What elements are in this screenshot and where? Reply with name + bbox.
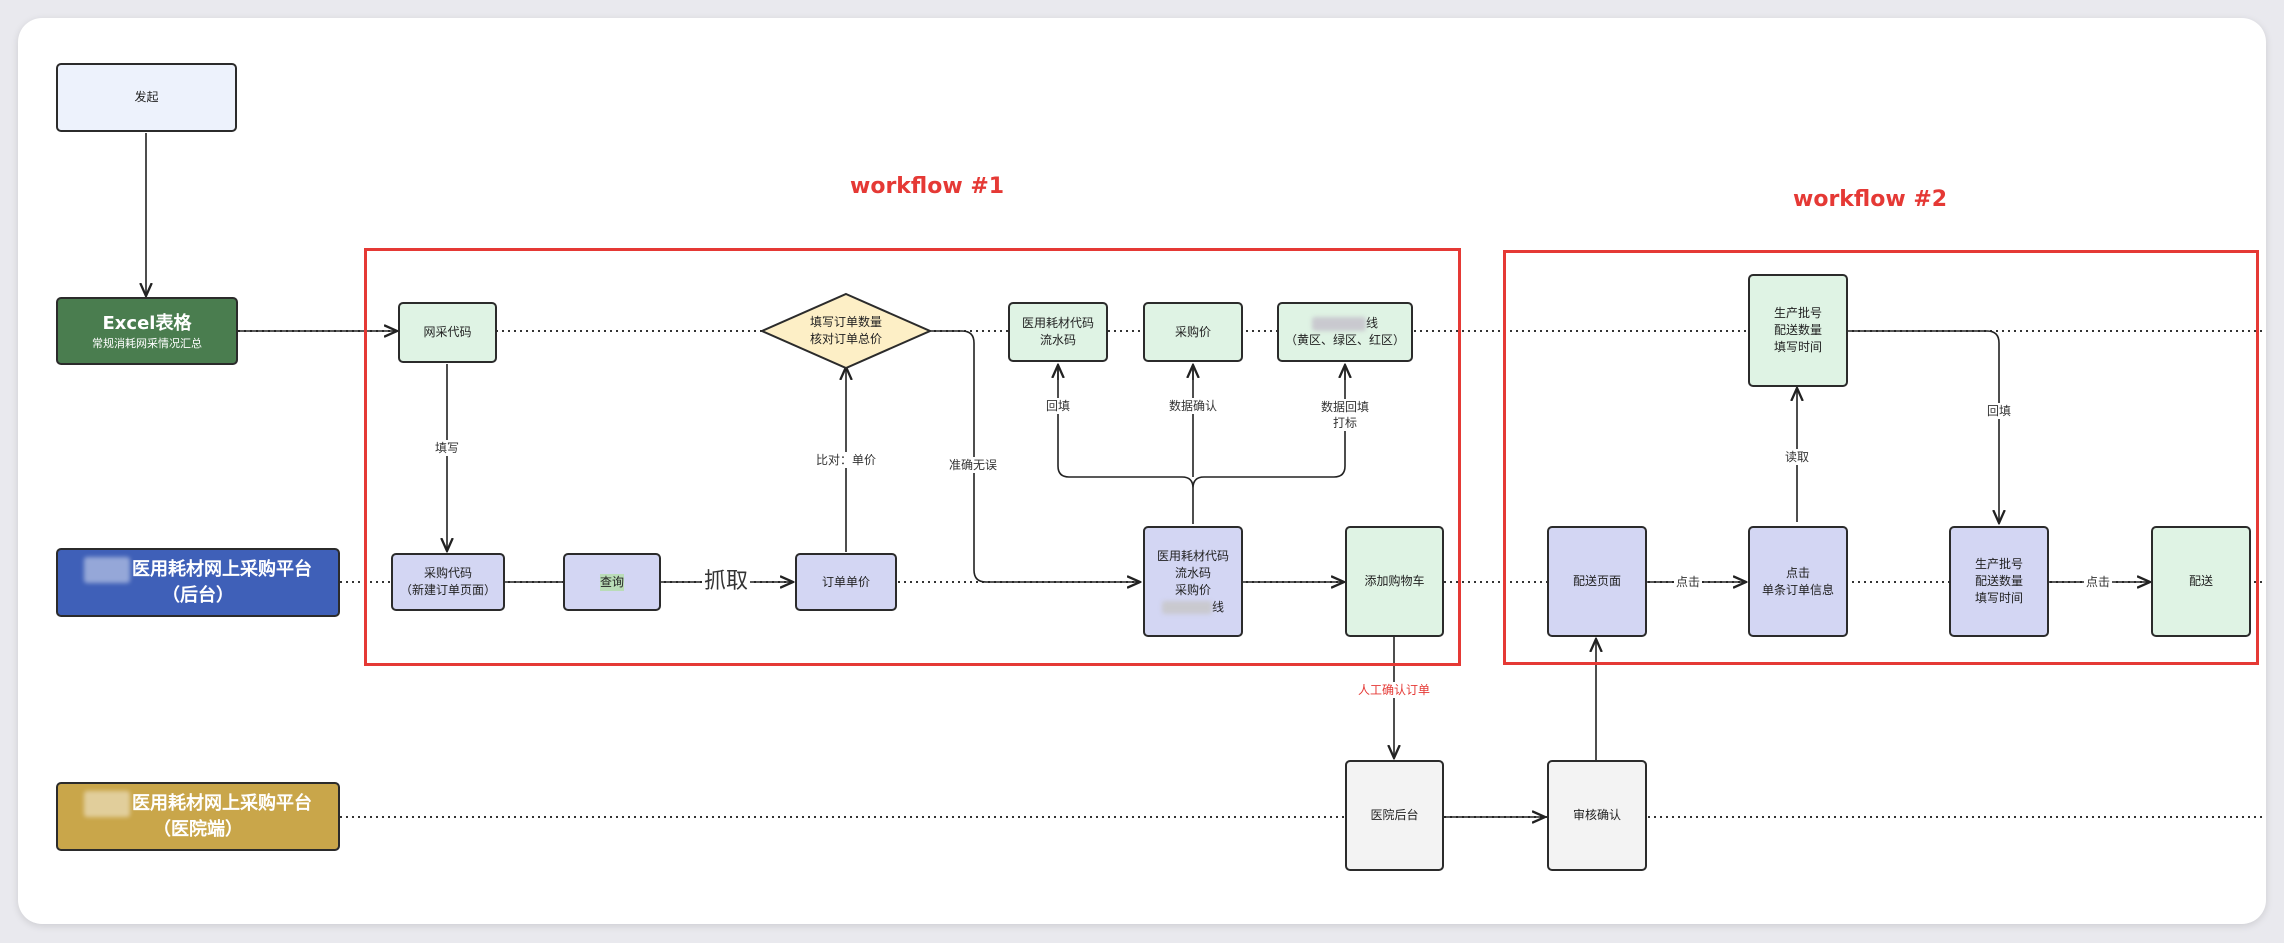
- redacted-text: [1161, 600, 1212, 614]
- workflow-2-title: workflow #2: [1793, 187, 1948, 212]
- lane-hospital-title: 医用耗材网上采购平台: [132, 792, 312, 814]
- node-batch-top[interactable]: 生产批号 配送数量 填写时间: [1748, 274, 1848, 387]
- node-zone[interactable]: 线 （黄区、绿区、红区）: [1277, 302, 1413, 362]
- node-combo-line3: 采购价: [1174, 582, 1211, 597]
- label-click-2: 点击: [2083, 574, 2113, 590]
- node-click-order[interactable]: 点击 单条订单信息: [1748, 526, 1848, 637]
- label-data-backfill: 数据回填 打标: [1318, 399, 1372, 431]
- node-combo-line2: 流水码: [1174, 565, 1211, 580]
- redacted-logo: [84, 790, 130, 817]
- node-combo-line1: 医用耗材代码: [1156, 548, 1229, 563]
- node-review[interactable]: 审核确认: [1547, 760, 1647, 871]
- label-data-backfill-line1: 数据回填: [1320, 400, 1370, 414]
- label-grab: 抓取: [701, 569, 751, 595]
- node-order-price[interactable]: 订单单价: [795, 553, 897, 611]
- node-zone-line1: 线: [1365, 316, 1378, 330]
- node-deliver-label: 配送: [2188, 574, 2213, 588]
- node-combo[interactable]: 医用耗材代码 流水码 采购价 线: [1143, 526, 1243, 637]
- node-purchase-code-line1: 采购代码: [423, 566, 472, 580]
- node-hospital-backend[interactable]: 医院后台: [1345, 760, 1444, 871]
- node-batch-bot-line1: 生产批号: [1974, 557, 2023, 571]
- node-batch-bot-line3: 填写时间: [1974, 591, 2023, 605]
- node-delivery-page[interactable]: 配送页面: [1547, 526, 1647, 637]
- decision-diamond[interactable]: [760, 292, 932, 370]
- redacted-text: [1311, 316, 1366, 331]
- lane-backend[interactable]: 医用耗材网上采购平台 （后台）: [56, 548, 340, 617]
- node-purchase-code[interactable]: 采购代码 （新建订单页面）: [391, 553, 505, 611]
- label-manual-confirm: 人工确认订单: [1355, 682, 1433, 698]
- node-purchase-price[interactable]: 采购价: [1143, 302, 1243, 362]
- node-med-code-line2: 流水码: [1039, 333, 1076, 347]
- lane-backend-subtitle: （后台）: [162, 584, 234, 606]
- lane-excel-title: Excel表格: [102, 313, 192, 334]
- lane-backend-title: 医用耗材网上采购平台: [132, 558, 312, 580]
- node-batch-top-line1: 生产批号: [1773, 306, 1822, 320]
- label-data-confirm: 数据确认: [1166, 398, 1220, 414]
- node-click-order-line2: 单条订单信息: [1761, 582, 1834, 597]
- node-zone-line2: （黄区、绿区、红区）: [1284, 333, 1405, 347]
- label-fill: 填写: [432, 440, 462, 456]
- node-hospital-backend-label: 医院后台: [1370, 808, 1419, 822]
- lane-hospital[interactable]: 医用耗材网上采购平台 （医院端）: [56, 782, 340, 851]
- node-batch-bot-line2: 配送数量: [1974, 574, 2023, 588]
- lane-excel-subtitle: 常规消耗网采情况汇总: [92, 337, 202, 350]
- label-data-backfill-line2: 打标: [1332, 416, 1358, 430]
- label-compare: 比对：单价: [813, 452, 879, 468]
- node-click-order-line1: 点击: [1785, 565, 1810, 580]
- lane-hospital-subtitle: （医院端）: [153, 818, 243, 840]
- node-batch-top-line2: 配送数量: [1773, 323, 1822, 337]
- start-node[interactable]: 发起: [56, 63, 237, 132]
- decision-line2: 核对订单总价: [809, 332, 883, 346]
- node-wangcai-code[interactable]: 网采代码: [398, 302, 497, 363]
- node-query[interactable]: 查询: [563, 553, 661, 611]
- decision-line1: 填写订单数量: [809, 315, 883, 329]
- label-accurate: 准确无误: [946, 457, 1000, 473]
- node-review-label: 审核确认: [1572, 808, 1621, 822]
- node-batch-top-line3: 填写时间: [1773, 340, 1822, 354]
- workflow-1-title: workflow #1: [850, 174, 1005, 199]
- decision-text: 填写订单数量 核对订单总价: [810, 314, 882, 348]
- label-backfill-2: 回填: [1984, 403, 2014, 419]
- label-click-1: 点击: [1673, 574, 1703, 590]
- lane-excel[interactable]: Excel表格 常规消耗网采情况汇总: [56, 297, 238, 365]
- label-read: 读取: [1782, 449, 1812, 465]
- node-delivery-page-label: 配送页面: [1572, 574, 1621, 588]
- node-batch-bot[interactable]: 生产批号 配送数量 填写时间: [1949, 526, 2049, 637]
- workflow-1-frame: [364, 248, 1461, 666]
- node-wangcai-label: 网采代码: [423, 325, 472, 339]
- node-query-label: 查询: [599, 573, 624, 591]
- start-label: 发起: [134, 90, 159, 104]
- node-purchase-price-label: 采购价: [1174, 324, 1211, 339]
- label-backfill-1: 回填: [1043, 398, 1073, 414]
- redacted-logo: [84, 556, 130, 583]
- node-add-cart-label: 添加购物车: [1364, 574, 1425, 588]
- node-deliver[interactable]: 配送: [2151, 526, 2251, 637]
- node-combo-line4: 线: [1211, 599, 1224, 614]
- node-med-code[interactable]: 医用耗材代码 流水码: [1008, 302, 1108, 362]
- node-add-cart[interactable]: 添加购物车: [1345, 526, 1444, 637]
- node-med-code-line1: 医用耗材代码: [1021, 316, 1094, 330]
- node-purchase-code-line2: （新建订单页面）: [399, 583, 496, 597]
- node-order-price-label: 订单单价: [821, 574, 870, 589]
- workflow-2-frame: [1503, 250, 2259, 665]
